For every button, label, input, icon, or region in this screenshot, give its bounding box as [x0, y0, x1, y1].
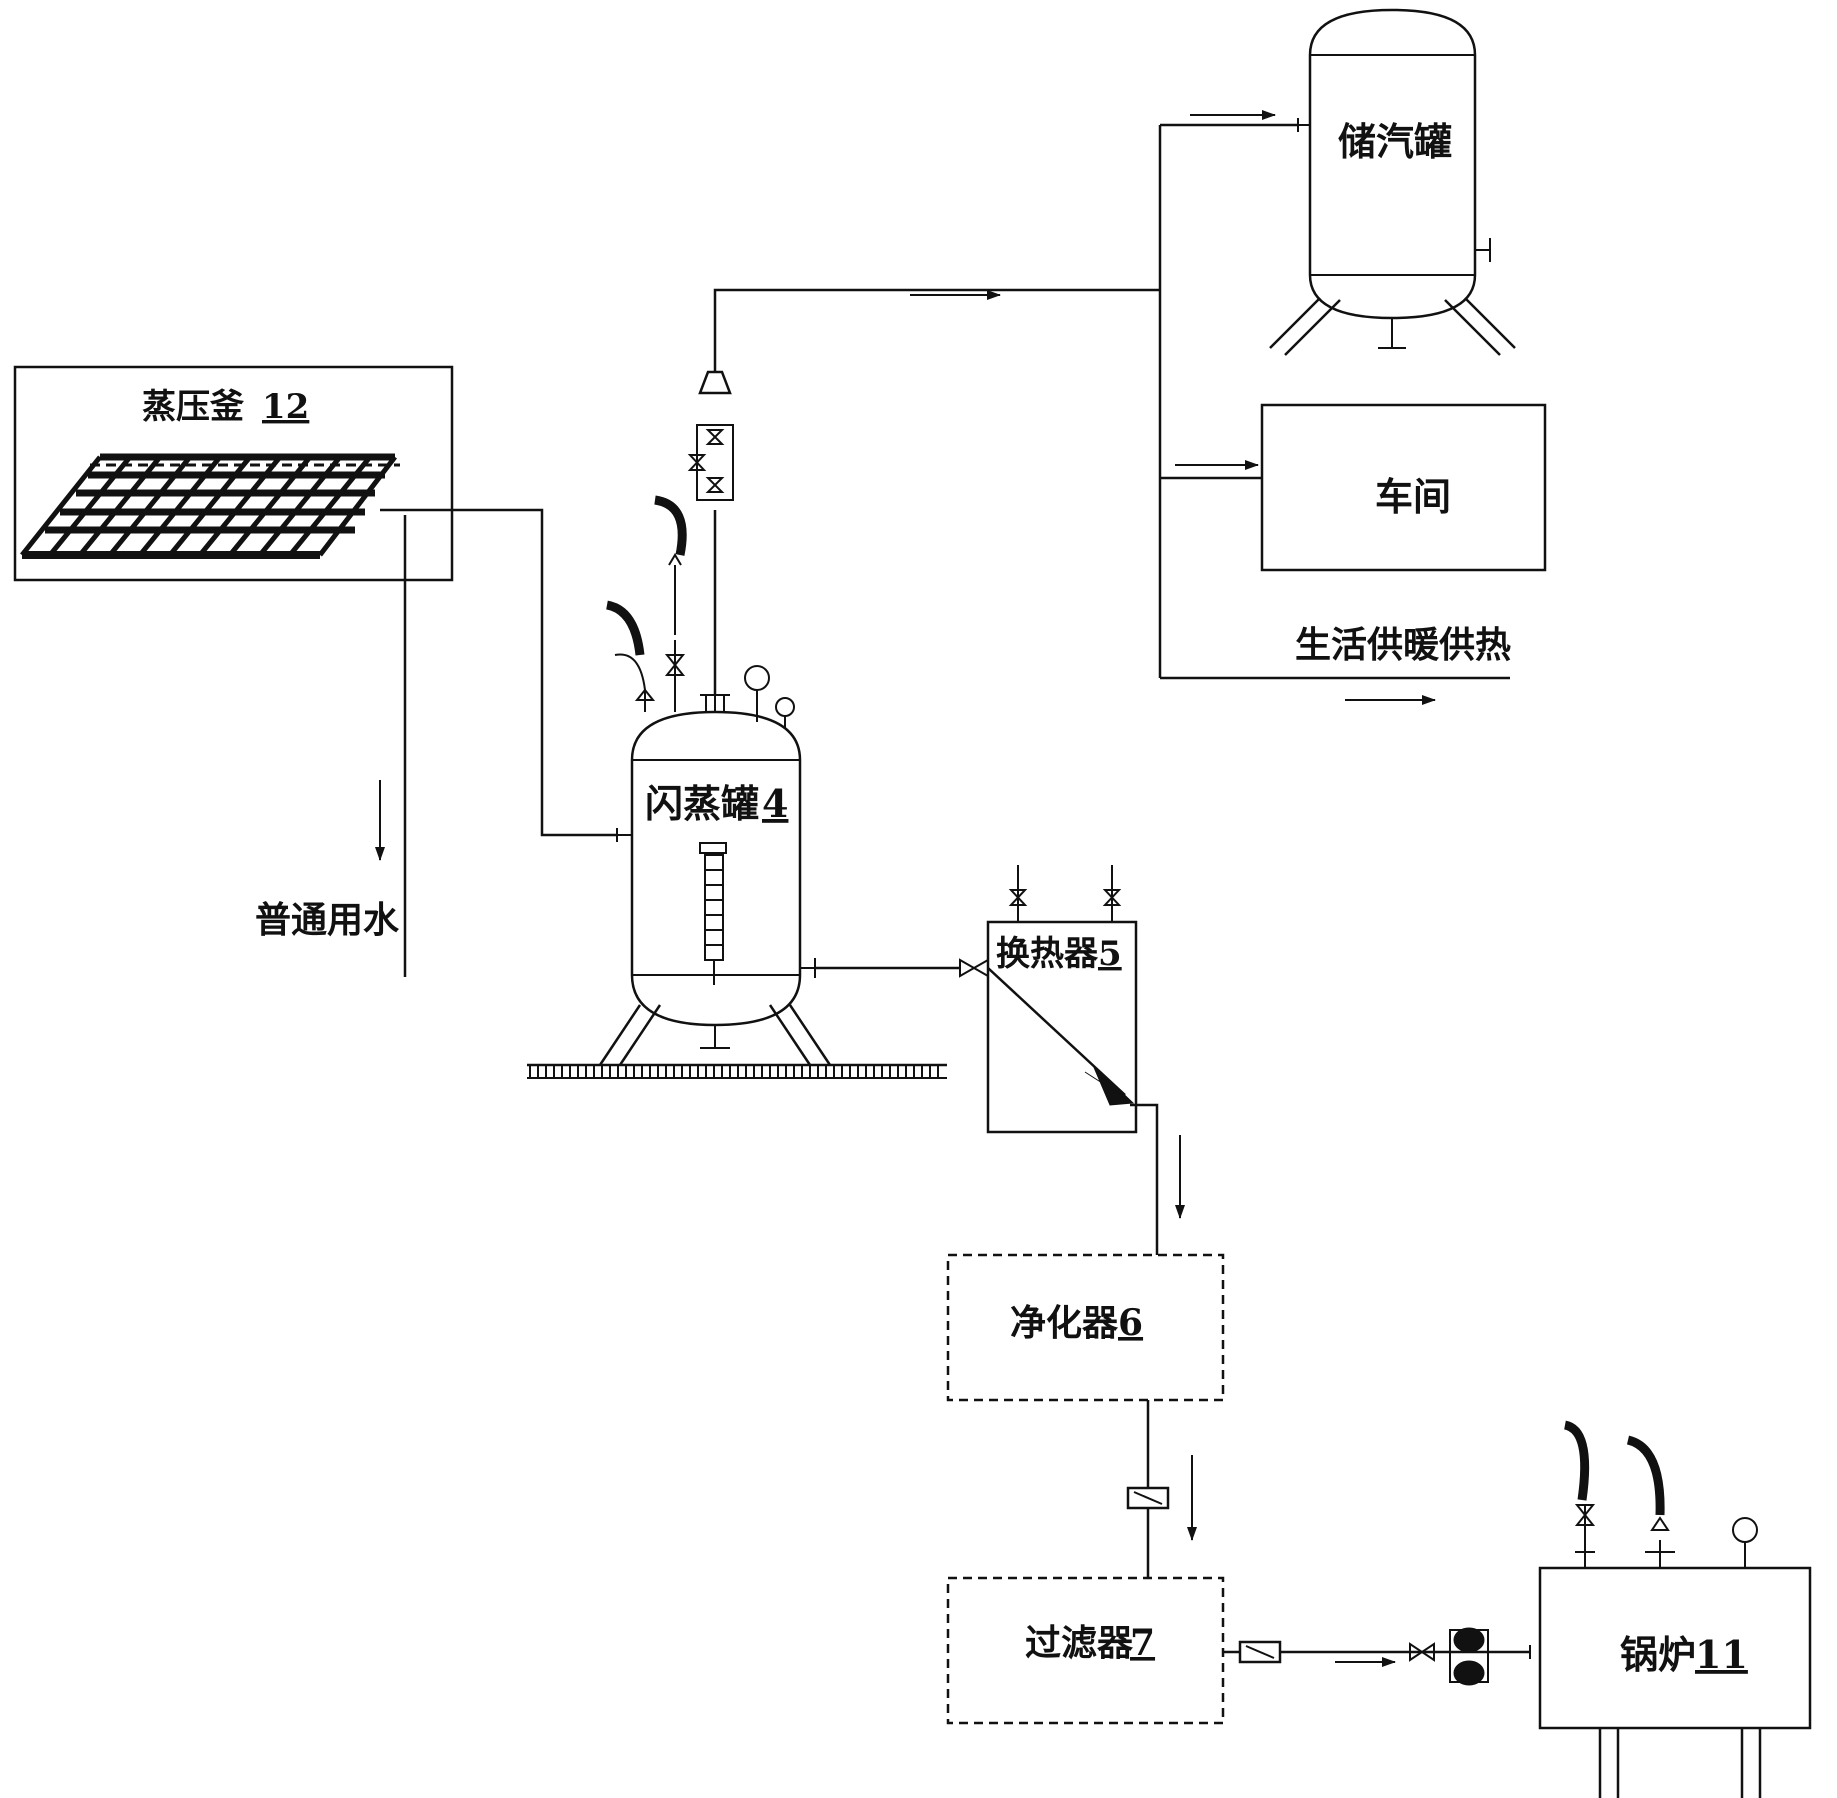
steam-tank-label: 储汽罐: [1338, 119, 1452, 164]
heat-exchanger-number: 5: [1098, 934, 1122, 974]
pipe-exchanger-to-purifier: [1130, 1103, 1159, 1255]
pipe-autoclave-to-flash: [380, 508, 617, 837]
filter-label: 过滤器: [1025, 1622, 1134, 1664]
ground-hatch: [527, 1063, 947, 1079]
valve-icon: [1409, 1642, 1435, 1662]
purifier-label: 净化器: [1010, 1302, 1119, 1344]
autoclave-label: 蒸压釜: [142, 387, 244, 427]
purifier-6: 净化器 6: [946, 1253, 1225, 1402]
heating-label: 生活供暖供热: [1295, 624, 1511, 666]
common-water-label: 普通用水: [255, 899, 400, 941]
heat-exchanger-5: 换热器 5: [986, 865, 1138, 1134]
boiler-label: 锅炉: [1620, 1632, 1696, 1677]
level-gauge-icon: [699, 842, 727, 985]
feed-pump-icon: [1449, 1627, 1489, 1686]
flash-tank-4: 闪蒸罐 4: [598, 495, 832, 1066]
flow-meter-icon: [1126, 1486, 1170, 1510]
autoclave-number: 12: [262, 387, 309, 427]
filter-number: 7: [1130, 1622, 1155, 1664]
flash-tank-number: 4: [762, 781, 788, 826]
steam-storage-tank: 储汽罐: [1269, 8, 1516, 356]
purifier-number: 6: [1118, 1302, 1143, 1344]
workshop-box: 车间: [1260, 403, 1547, 572]
valve-group-icon: [687, 424, 734, 501]
reducer-icon: [698, 370, 732, 395]
boiler-number: 11: [1695, 1632, 1748, 1677]
flash-tank-label: 闪蒸罐: [645, 781, 759, 826]
workshop-label: 车间: [1375, 474, 1451, 519]
boiler-11: 锅炉 11: [1538, 1420, 1812, 1798]
check-valve-icon: [959, 958, 989, 978]
filter-7: 过滤器 7: [946, 1576, 1225, 1725]
autoclave-pipe-bundle-icon: [20, 453, 400, 559]
flow-meter-icon-2: [1238, 1640, 1282, 1664]
pipe-steam-main: [713, 288, 1160, 372]
autoclave-12: 蒸压釜 12: [13, 365, 454, 582]
heat-exchanger-label: 换热器: [996, 934, 1099, 974]
